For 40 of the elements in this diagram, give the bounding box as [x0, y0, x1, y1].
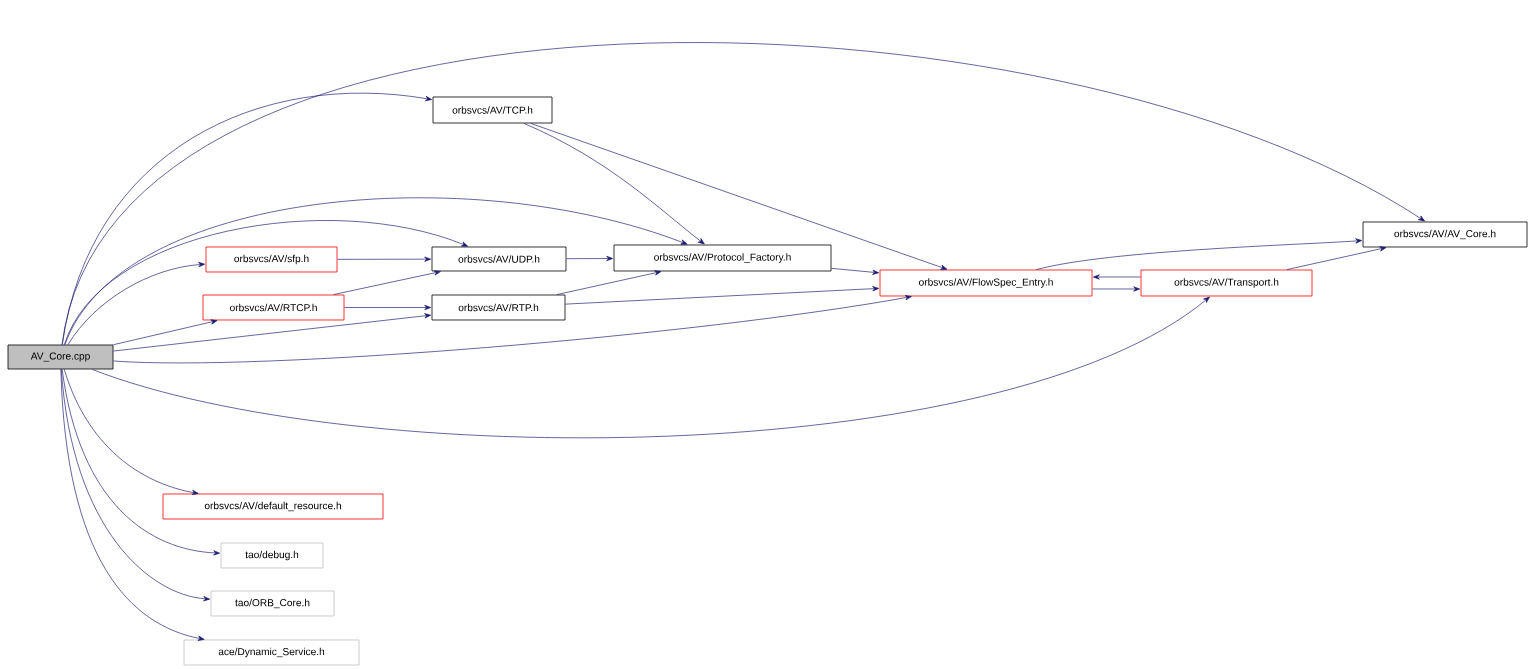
arrow [566, 255, 613, 262]
arrow [523, 123, 705, 245]
arrow [60, 369, 205, 641]
arrow [64, 197, 688, 345]
arrow [113, 295, 912, 364]
file-box: AV_Core.cpp [7, 344, 114, 370]
arrow [61, 369, 220, 556]
arrow [1286, 246, 1387, 270]
arrow [113, 313, 431, 352]
file-box: orbsvcs/AV/Protocol_Factory.h [613, 244, 832, 272]
arrow [61, 369, 210, 602]
arrow [831, 268, 879, 275]
file-box: orbsvcs/AV/Transport.h [1140, 269, 1313, 297]
arrow [64, 220, 469, 345]
file-box: tao/ORB_Core.h [210, 590, 335, 617]
arrow [67, 262, 205, 345]
file-box: orbsvcs/AV/UDP.h [431, 246, 567, 272]
arrow [63, 369, 199, 495]
arrow [565, 286, 879, 305]
arrow [333, 270, 441, 295]
arrow [1092, 286, 1140, 292]
arrow [113, 319, 218, 346]
arrow [61, 43, 1425, 345]
file-box: ace/Dynamic_Service.h [183, 639, 360, 666]
arrow [556, 270, 662, 295]
arrow [530, 123, 948, 270]
file-box: orbsvcs/AV/RTP.h [431, 294, 566, 321]
arrow [1036, 238, 1362, 270]
arrow [344, 304, 431, 311]
file-box: orbsvcs/AV/TCP.h [432, 96, 553, 124]
file-box: tao/debug.h [220, 542, 324, 569]
file-box: orbsvcs/AV/AV_Core.h [1362, 221, 1528, 248]
arrow [1093, 274, 1141, 280]
arrow [337, 256, 431, 262]
arrow [91, 296, 1210, 439]
file-box: orbsvcs/AV/RTCP.h [202, 294, 345, 321]
file-box: orbsvcs/AV/default_resource.h [162, 493, 384, 520]
file-box: orbsvcs/AV/FlowSpec_Entry.h [879, 269, 1093, 297]
file-box: orbsvcs/AV/sfp.h [205, 246, 338, 273]
arrow [61, 93, 432, 345]
